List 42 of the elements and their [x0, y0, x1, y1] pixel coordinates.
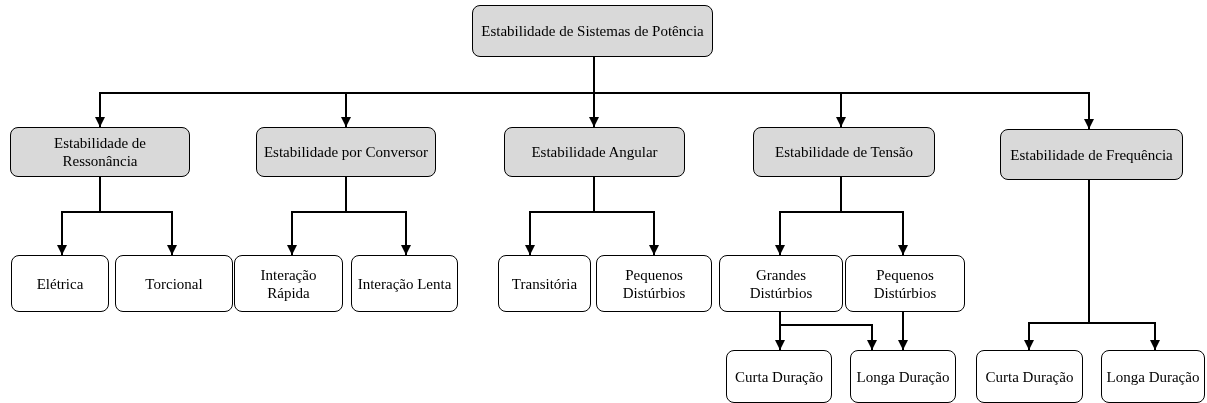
box-label: Estabilidade de Frequência [1010, 145, 1173, 164]
subcategory-box [11, 255, 109, 312]
category-box [10, 127, 190, 177]
subcategory-box [719, 255, 843, 312]
subcategory-box [845, 255, 965, 312]
box-label: Curta Duração [735, 367, 823, 386]
box-label: Estabilidade de Tensão [775, 143, 913, 161]
arrow [898, 311, 908, 351]
box-label: Interação Lenta [357, 274, 452, 293]
box-label: Interação Rápida [259, 265, 318, 302]
arrow [99, 176, 177, 256]
category-box [504, 127, 685, 177]
subcategory-box [351, 255, 458, 312]
subcategory-box [850, 350, 956, 403]
box-label: Estabilidade por Conversor [263, 143, 429, 161]
subcategory-box [596, 255, 712, 312]
subcategory-box [234, 255, 343, 312]
arrow [1088, 179, 1160, 351]
box-label: Estabilidade de Ressonância [52, 134, 148, 170]
subcategory-box [498, 255, 591, 312]
subcategory-box [115, 255, 233, 312]
arrow [345, 176, 411, 256]
arrow [779, 311, 877, 351]
box-label: Longa Duração [1106, 367, 1200, 386]
box-label: Transitória [511, 274, 578, 293]
box-label: Curta Duração [985, 367, 1074, 386]
subcategory-box [976, 350, 1083, 403]
category-box [753, 127, 935, 177]
box-label: Grandes Distúrbios [748, 265, 814, 302]
box-label: Elétrica [36, 274, 84, 293]
arrow [593, 176, 659, 256]
subcategory-box [726, 350, 832, 403]
category-box [1000, 129, 1183, 180]
subcategory-box [1101, 350, 1205, 403]
box-label: Estabilidade de Sistemas de Potência [481, 22, 704, 40]
category-box [472, 5, 713, 57]
box-label: Longa Duração [856, 367, 950, 386]
box-label: Estabilidade Angular [531, 143, 658, 161]
category-box [256, 127, 436, 177]
box-label: Torcional [145, 274, 203, 293]
box-label: Pequenos Distúrbios [872, 265, 938, 302]
box-label: Pequenos Distúrbios [621, 265, 687, 302]
